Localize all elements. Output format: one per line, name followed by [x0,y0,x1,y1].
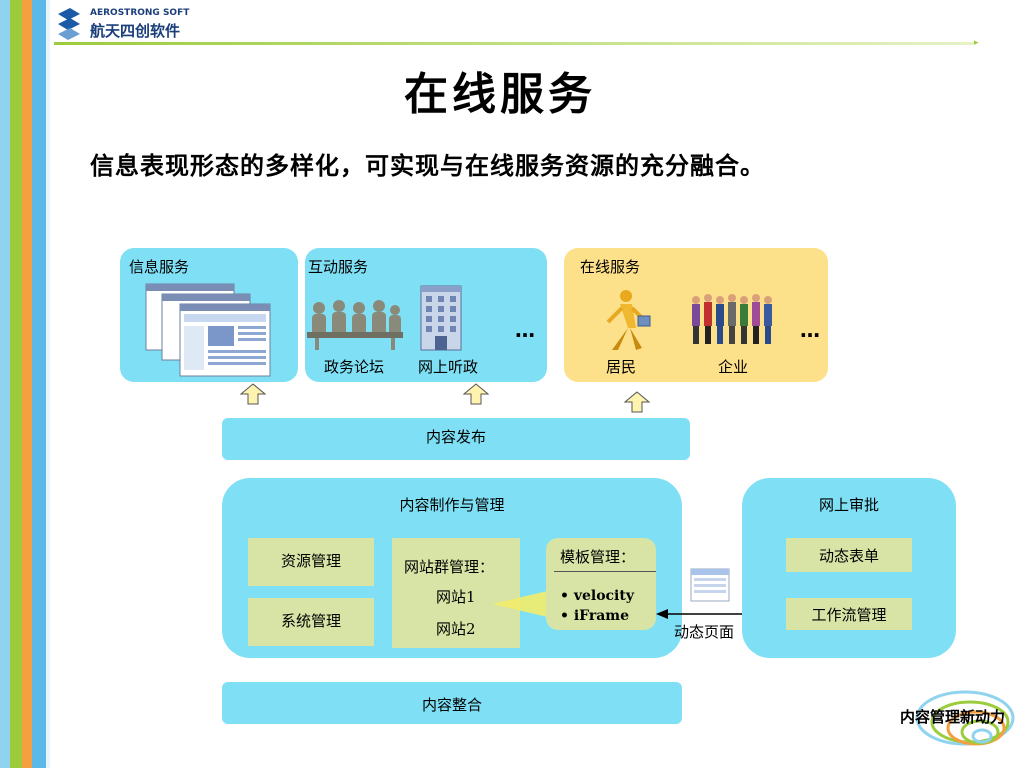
left-arrow-icon [656,609,752,619]
panel-content-production: 内容制作与管理 资源管理 系统管理 网站群管理： 网站1 网站2 模板管理： •… [222,478,682,658]
stripe-orange [22,0,32,768]
company-logo: AEROSTRONG SOFT 航天四创软件 [54,4,204,42]
template-divider [554,571,656,572]
dynamic-form-label: 动态表单 [818,547,879,565]
walking-resident-icon [606,290,651,350]
meeting-people-icon [307,300,403,350]
header-rule-end-icon: ▸ [974,38,979,48]
label-enterprise: 企业 [718,358,749,376]
building-icon [420,285,462,351]
business-people-icon [692,294,772,344]
system-mgmt-label: 系统管理 [280,612,341,630]
template-list: • velocity • iFrame [560,586,634,626]
template-mgmt-title: 模板管理： [560,548,636,566]
panel-content-production-title: 内容制作与管理 [399,496,505,514]
up-arrow-icon [240,383,266,405]
page-subtitle: 信息表现形态的多样化，可实现与在线服务资源的充分融合。 [90,151,765,180]
up-arrow-icon [463,383,489,405]
interactive-more-ellipsis: … [515,318,536,342]
box-dynamic-form: 动态表单 [786,538,912,572]
box-template-mgmt: 模板管理： • velocity • iFrame [546,538,656,630]
bar-content-publish: 内容发布 [222,418,690,460]
label-resident: 居民 [606,358,637,376]
brand-swirl-logo-icon [915,690,1015,746]
template-item: • iFrame [560,608,630,624]
site-2-label: 网站2 [436,620,476,638]
panel-online-approval: 网上审批 动态表单 工作流管理 [742,478,956,658]
logo-text-cn: 航天四创软件 [90,22,181,40]
header-rule [54,42,974,45]
bar-content-publish-label: 内容发布 [425,428,486,446]
page-title: 在线服务 [404,69,596,120]
box-workflow-mgmt: 工作流管理 [786,598,912,630]
panel-info-service: 信息服务 [120,248,298,382]
label-gov-forum: 政务论坛 [324,358,385,376]
bar-content-integration: 内容整合 [222,682,682,724]
site-group-title: 网站群管理： [404,558,495,576]
site-1-label: 网站1 [436,588,476,606]
box-system-mgmt: 系统管理 [248,598,374,646]
dynamic-page-thumbnail [690,568,730,602]
stripe-blue [32,0,46,768]
logo-text-en: AEROSTRONG SOFT [90,8,190,18]
workflow-mgmt-label: 工作流管理 [811,606,887,624]
stripe-green [10,0,22,768]
online-more-ellipsis: … [800,318,821,342]
box-resource-mgmt: 资源管理 [248,538,374,586]
panel-online-service-title: 在线服务 [580,258,641,276]
stripe-light-blue [0,0,10,768]
panel-info-service-title: 信息服务 [129,258,190,276]
bar-content-integration-label: 内容整合 [421,696,482,714]
resource-mgmt-label: 资源管理 [280,552,341,570]
panel-interactive-service: 互动服务 … 政务论坛 网上听政 [305,248,547,382]
panel-online-service: 在线服务 … 居民 企业 [564,248,828,382]
brand-slogan: 内容管理新动力 [900,708,1006,726]
logo-mark-icon [58,8,80,40]
panel-interactive-service-title: 互动服务 [308,258,369,276]
panel-online-approval-title: 网上审批 [818,496,879,514]
highlight-beam [492,590,552,618]
template-item: • velocity [560,588,634,604]
box-site-group-mgmt: 网站群管理： 网站1 网站2 [392,538,520,648]
label-online-hearing: 网上听政 [418,358,479,376]
dynamic-page-label: 动态页面 [674,623,735,641]
web-page-screenshots-image [145,283,271,377]
stripe-white-gap [46,0,50,768]
up-arrow-icon [624,391,650,413]
